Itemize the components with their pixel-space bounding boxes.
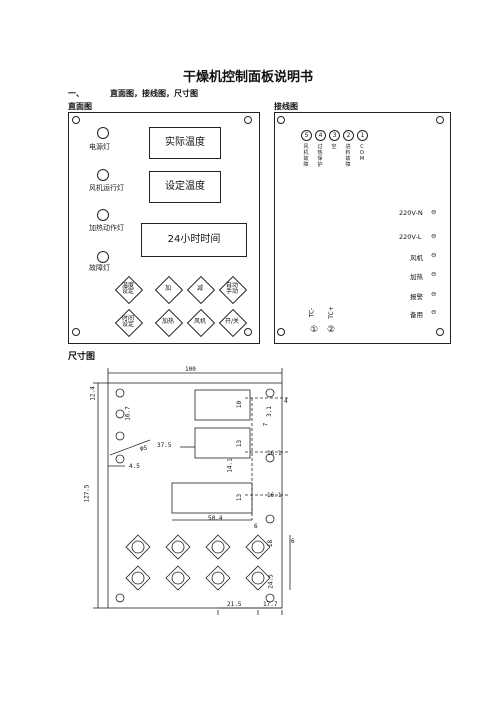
dim-d9: 13 (236, 439, 244, 448)
dim-d19: 21.5 (227, 601, 242, 608)
terminal-4: 4 (315, 130, 326, 141)
dim-d3: 4.5 (129, 463, 140, 470)
dim-d1: 12.4 (89, 386, 97, 401)
terminal-4-desc: 过热保护 (317, 144, 323, 168)
section-number: 一、 (68, 89, 84, 98)
dim-d6: 3.1 (265, 406, 273, 417)
fan-key[interactable]: 风机 (186, 308, 216, 338)
l-label: 220V-L (399, 233, 422, 241)
terminal-5: 5 (301, 130, 312, 141)
dim-d12: 13 (236, 493, 244, 502)
dim-d5: 10 (236, 400, 244, 409)
dim-d13: 16.1 (267, 492, 282, 499)
terminal-2: 2 (343, 130, 354, 141)
terminal-5-desc: 风机故障 (303, 144, 309, 168)
on-off-key[interactable]: 开/关 (218, 308, 248, 338)
alarm-label: 报警 (410, 293, 423, 301)
dim-d14: 50.4 (208, 515, 223, 522)
dim-hole-dia: φ5 (140, 445, 148, 452)
terminal-2-desc: 进料故障 (345, 144, 351, 168)
document-title: 干燥机控制面板说明书 (182, 70, 313, 85)
tc-terminal-2: ② (327, 325, 336, 335)
board-outline (107, 382, 283, 609)
mount-hole (244, 116, 252, 124)
l-terminal-icon: ⊖ (431, 232, 437, 240)
dim-d18: 24.5 (267, 574, 275, 589)
n-terminal-icon: ⊖ (431, 208, 437, 216)
spare-terminal-icon: ⊖ (431, 308, 437, 316)
dim-width: 100 (185, 366, 196, 373)
heat-terminal-icon: ⊖ (431, 270, 437, 278)
dim-d20: 17.7 (263, 601, 278, 608)
plus-key[interactable]: 加 (154, 275, 184, 305)
dim-height: 127.5 (83, 484, 91, 503)
alarm-terminal-icon: ⊖ (431, 290, 437, 298)
dim-d4: 37.5 (157, 442, 172, 449)
mount-hole (277, 328, 285, 336)
terminal-3: 3 (329, 130, 340, 141)
mount-hole (244, 328, 252, 336)
dim-d17: 18 (267, 539, 275, 548)
key-label: 温度 设定 (121, 282, 134, 295)
fan-terminal-icon: ⊖ (431, 251, 437, 259)
led-label: 电源灯 (89, 143, 110, 151)
fan-run-led (97, 169, 109, 181)
mount-hole (436, 328, 444, 336)
key-label: 开/关 (224, 318, 240, 325)
dim-d2: 16.7 (124, 406, 132, 421)
mount-hole (72, 116, 80, 124)
n-label: 220V-N (399, 209, 423, 217)
led-label: 风机运行灯 (89, 184, 124, 192)
front-panel: 电源灯 风机运行灯 加热动作灯 故障灯 实际温度 设定温度 24小时时间 温度 … (68, 112, 260, 344)
section-heading: 一、 直面图，接线图，尺寸图 (68, 88, 198, 99)
heat-label: 加热 (410, 273, 423, 281)
auto-manual-key[interactable]: 自动 手动 (218, 275, 248, 305)
dim-d11: 14.1 (226, 458, 234, 473)
heating-led (97, 209, 109, 221)
section-title: 直面图，接线图，尺寸图 (110, 89, 198, 98)
terminal-1: 1 (357, 130, 368, 141)
dim-d10: 16.1 (267, 450, 282, 457)
dim-d7: 4 (284, 398, 288, 405)
set-temp-display: 设定温度 (149, 171, 221, 203)
key-label: 自动 手动 (225, 282, 238, 295)
clock-display: 24小时时间 (141, 223, 247, 257)
spare-label: 备用 (410, 311, 423, 319)
actual-temp-display: 实际温度 (149, 127, 221, 159)
key-label: 减 (196, 285, 203, 292)
front-view-label: 直面图 (68, 102, 92, 111)
led-label: 加热动作灯 (89, 224, 124, 232)
fan-label: 风机 (410, 254, 423, 262)
mount-hole (436, 116, 444, 124)
heat-key[interactable]: 加热 (154, 308, 184, 338)
power-led (97, 127, 109, 139)
wiring-label: 接线图 (274, 102, 298, 111)
key-label: 加热 (161, 318, 174, 325)
temp-set-key[interactable]: 温度 设定 (114, 275, 144, 305)
fault-led (97, 251, 109, 263)
dim-d15: 6 (254, 523, 258, 530)
key-label: 加 (164, 285, 171, 292)
key-label: 时间 设定 (121, 315, 134, 328)
led-label: 故障灯 (89, 264, 110, 272)
mount-hole (72, 328, 80, 336)
terminal-3-desc: 空 (331, 144, 337, 150)
minus-key[interactable]: 减 (186, 275, 216, 305)
key-label: 风机 (193, 318, 206, 325)
tc-terminal-1: ① (310, 325, 319, 335)
time-set-key[interactable]: 时间 设定 (114, 308, 144, 338)
dim-d16: 6 (291, 538, 295, 545)
dim-d8: 7 (262, 422, 270, 427)
mount-hole (277, 116, 285, 124)
dimension-label: 尺寸图 (68, 352, 96, 362)
